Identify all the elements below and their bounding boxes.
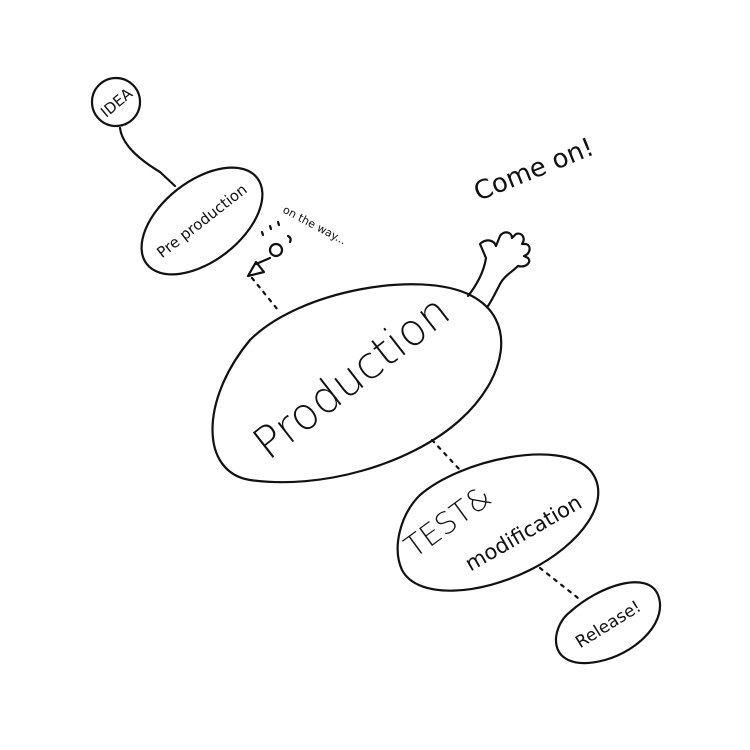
test-modification-node: TEST& modification (396, 453, 600, 592)
connector-test-to-release (538, 566, 580, 600)
idea-connector-line (118, 126, 177, 188)
come-on-annotation: Come on! (470, 132, 598, 207)
waving-arm-sketch: Come on! (466, 132, 598, 308)
production-node: Production (211, 283, 503, 484)
test-modification-ellipse (396, 453, 600, 592)
production-label: Production (244, 285, 460, 469)
production-ellipse (211, 283, 503, 484)
idea-circle (90, 76, 142, 128)
connector-pre-to-production (250, 276, 280, 312)
walking-figure-sketch: on the way... (246, 203, 348, 278)
release-label: Release! (572, 597, 645, 653)
pre-production-ellipse (140, 166, 264, 276)
connector-production-to-test (430, 438, 462, 472)
figure-arm (254, 256, 272, 266)
arm-outline (466, 231, 531, 308)
figure-motion-marks (260, 220, 292, 244)
figure-body (246, 260, 266, 278)
release-node: Release! (554, 581, 661, 665)
pre-production-label: Pre production (153, 180, 250, 261)
release-ellipse (554, 581, 661, 665)
idea-node: IDEA (90, 76, 177, 188)
figure-head (268, 242, 284, 258)
idea-label: IDEA (97, 84, 136, 121)
